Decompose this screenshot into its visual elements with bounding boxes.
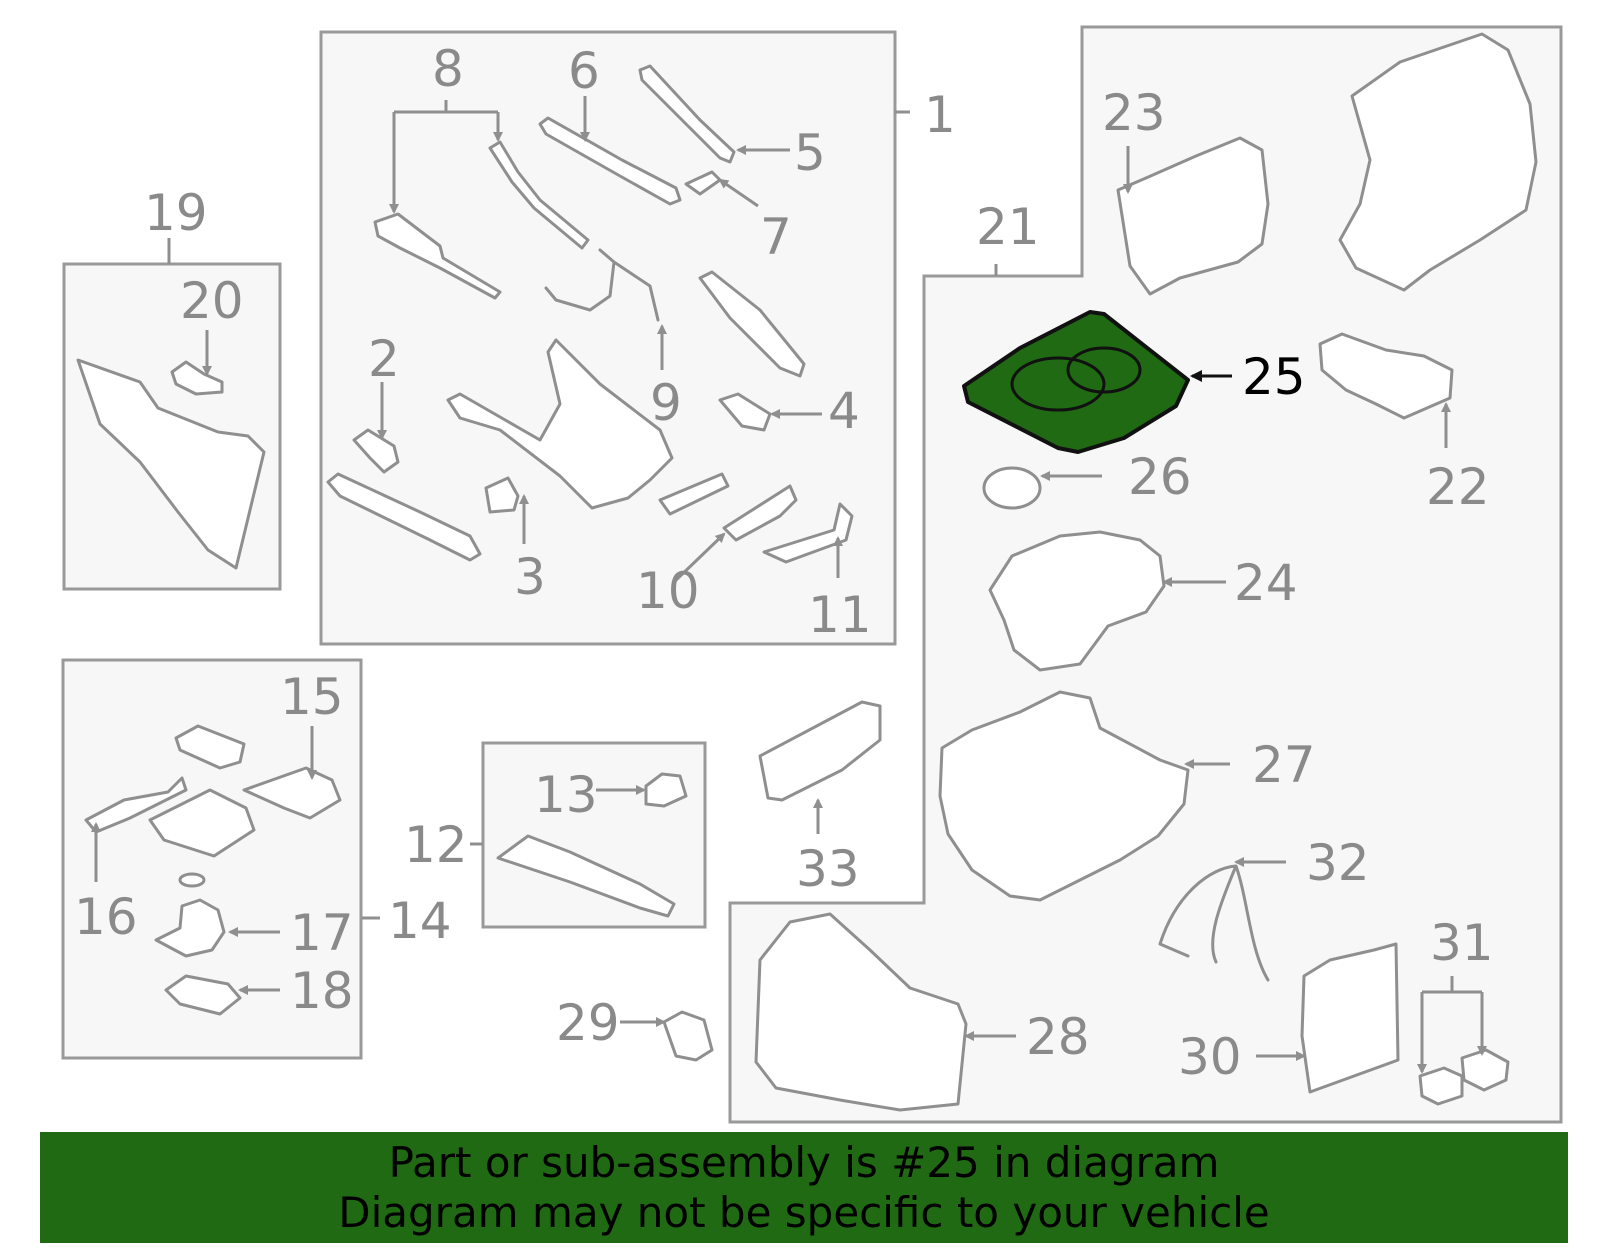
callout-17: 17 [290,904,354,962]
part-15-bracket [242,766,342,820]
callout-10: 10 [636,562,700,620]
part-24-cup-holder [988,530,1166,672]
part-1-side-rail [326,472,482,562]
part-23-display-bracket [1116,136,1270,296]
leader-lines [91,96,1487,1074]
callout-5: 5 [794,124,826,182]
part-31-usb-a [1418,1066,1464,1106]
part-14-cover [174,724,246,770]
callout-12: 12 [404,816,468,874]
part-12-armrest-trim [496,834,676,918]
callout-4: 4 [828,382,860,440]
part-10-bracket [722,484,798,542]
banner-line-1: Part or sub-assembly is #25 in diagram [388,1137,1220,1187]
part-14-housing [148,788,256,858]
banner-line-2: Diagram may not be specific to your vehi… [338,1187,1270,1237]
part-29-cap [662,1010,714,1062]
callout-22: 22 [1426,458,1490,516]
part-27-console-base [938,690,1190,902]
part-18-bezel [164,974,242,1016]
part-1-trim-bar [658,472,730,516]
part-5-trim-strip [638,64,736,164]
callout-13: 13 [534,766,598,824]
callout-30: 30 [1178,1028,1242,1086]
callout-28: 28 [1026,1008,1090,1066]
info-banner: Part or sub-assembly is #25 in diagram D… [40,1132,1568,1243]
part-33-tray [758,700,882,802]
callout-24: 24 [1234,554,1298,612]
callout-16: 16 [74,888,138,946]
callout-25: 25 [1242,348,1306,406]
part-6-trim-strip [538,116,682,206]
callout-3: 3 [514,548,546,606]
part-20-clip [170,360,224,396]
callout-23: 23 [1102,84,1166,142]
callout-14: 14 [388,892,452,950]
callout-26: 26 [1128,448,1192,506]
part-8-trim-strips [373,140,590,300]
callout-20: 20 [180,272,244,330]
callout-11: 11 [808,586,872,644]
part-28-console-side [754,912,968,1112]
part-14-grommet [178,872,206,888]
part-16-strip [84,776,188,834]
part-21-console-lid [1338,32,1538,292]
callout-29: 29 [556,994,620,1052]
callout-7: 7 [760,208,792,266]
part-25-cup-holder-mat[interactable] [962,310,1190,454]
callout-21: 21 [976,198,1040,256]
callout-6: 6 [568,42,600,100]
part-4-clip [718,392,772,432]
callout-31: 31 [1430,914,1494,972]
part-22-bracket [1318,332,1454,420]
callout-32: 32 [1306,834,1370,892]
part-26-mat [982,466,1042,510]
part-3-clip [484,476,520,514]
callout-19: 19 [144,184,208,242]
callout-33: 33 [796,840,860,898]
part-1-console-panel [446,338,674,510]
part-19-side-panel [76,358,266,570]
part-11-bracket [762,502,854,564]
part-17-module [154,898,226,958]
callout-18: 18 [290,962,354,1020]
callout-15: 15 [280,668,344,726]
part-13-clip [644,772,688,808]
callout-numbers: 1 2 3 4 5 6 7 8 9 10 11 12 13 14 15 16 1… [74,40,1494,1086]
callout-1: 1 [924,86,956,144]
callout-2: 2 [368,330,400,388]
callout-27: 27 [1252,736,1316,794]
part-2-clip [352,428,400,474]
callout-8: 8 [432,40,464,98]
part-9-harness [544,248,660,322]
part-30-switch-panel [1300,942,1400,1094]
part-1-console-trim-right [698,270,806,378]
callout-9: 9 [650,374,682,432]
